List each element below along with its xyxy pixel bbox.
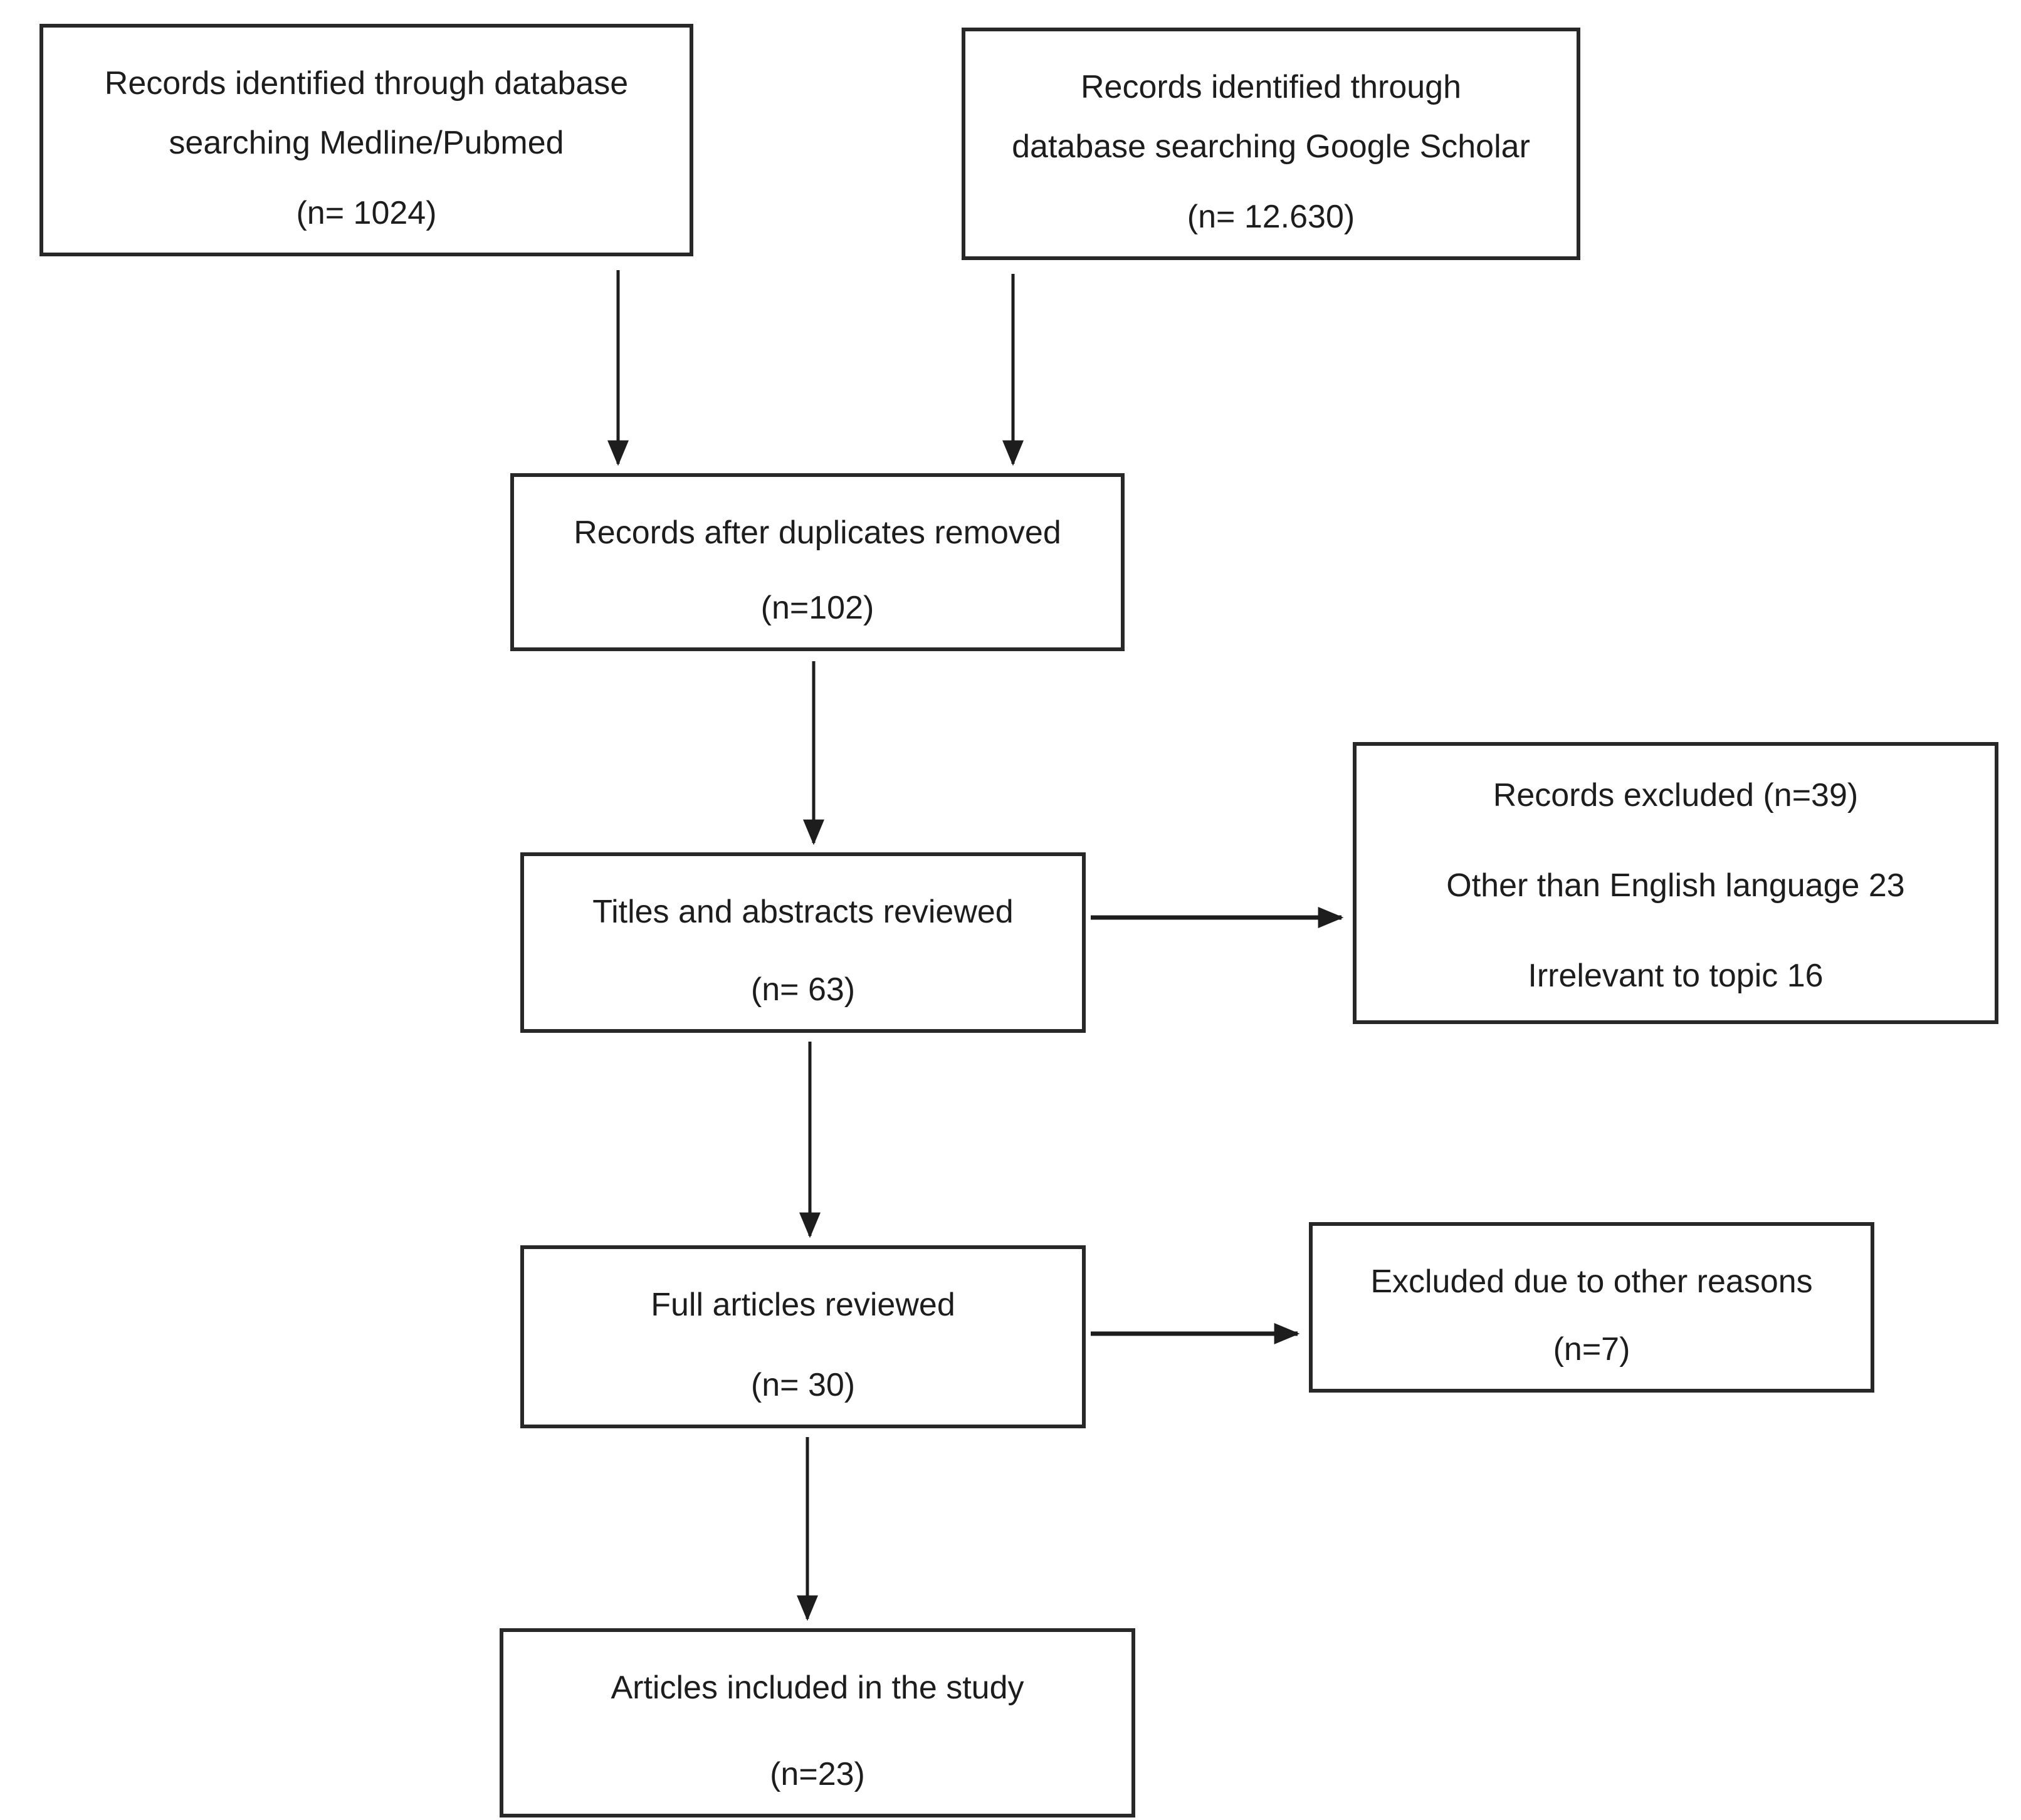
box-full-articles-reviewed: Full articles reviewed (n= 30) [520,1245,1086,1428]
box-records-google-scholar: Records identified through database sear… [962,28,1580,260]
box-count: (n= 1024) [296,194,437,231]
box-count: (n=23) [770,1755,865,1792]
box-title-line: database searching Google Scholar [1012,128,1530,165]
box-title-line: Excluded due to other reasons [1370,1263,1813,1300]
box-title-line: Articles included in the study [611,1670,1024,1706]
box-count: (n= 63) [750,971,856,1008]
box-detail-line: Irrelevant to topic 16 [1528,957,1824,994]
box-count: (n=7) [1553,1331,1630,1368]
box-titles-abstracts-reviewed: Titles and abstracts reviewed (n= 63) [520,852,1086,1033]
box-title: Records identified through database sear… [1012,58,1530,176]
box-duplicates-removed: Records after duplicates removed (n=102) [510,473,1125,651]
box-count: (n= 30) [750,1366,856,1403]
box-detail-line: Other than English language 23 [1446,867,1905,904]
box-title-line: Records identified through [1080,69,1462,105]
box-title: Records identified through database sear… [105,54,628,172]
box-title: Records after duplicates removed [574,503,1061,563]
box-title: Excluded due to other reasons [1370,1252,1812,1312]
box-excluded-other-reasons: Excluded due to other reasons (n=7) [1309,1222,1874,1393]
box-title-line: Titles and abstracts reviewed [592,894,1014,930]
box-records-excluded: Records excluded (n=39) Other than Engli… [1353,742,1998,1024]
box-articles-included: Articles included in the study (n=23) [500,1628,1135,1817]
box-title: Articles included in the study [611,1658,1024,1718]
box-title: Full articles reviewed [651,1275,955,1335]
box-title-line: searching Medline/Pubmed [169,124,564,161]
box-count: (n=102) [760,589,874,626]
box-title-line: Records after duplicates removed [574,515,1061,551]
box-count: (n= 12.630) [1187,198,1355,235]
box-title-line: Full articles reviewed [651,1287,955,1323]
box-title: Titles and abstracts reviewed [592,882,1013,942]
box-records-medline: Records identified through database sear… [39,24,693,256]
box-title-line: Records identified through database [104,65,629,102]
box-title-line: Records excluded (n=39) [1493,777,1859,813]
